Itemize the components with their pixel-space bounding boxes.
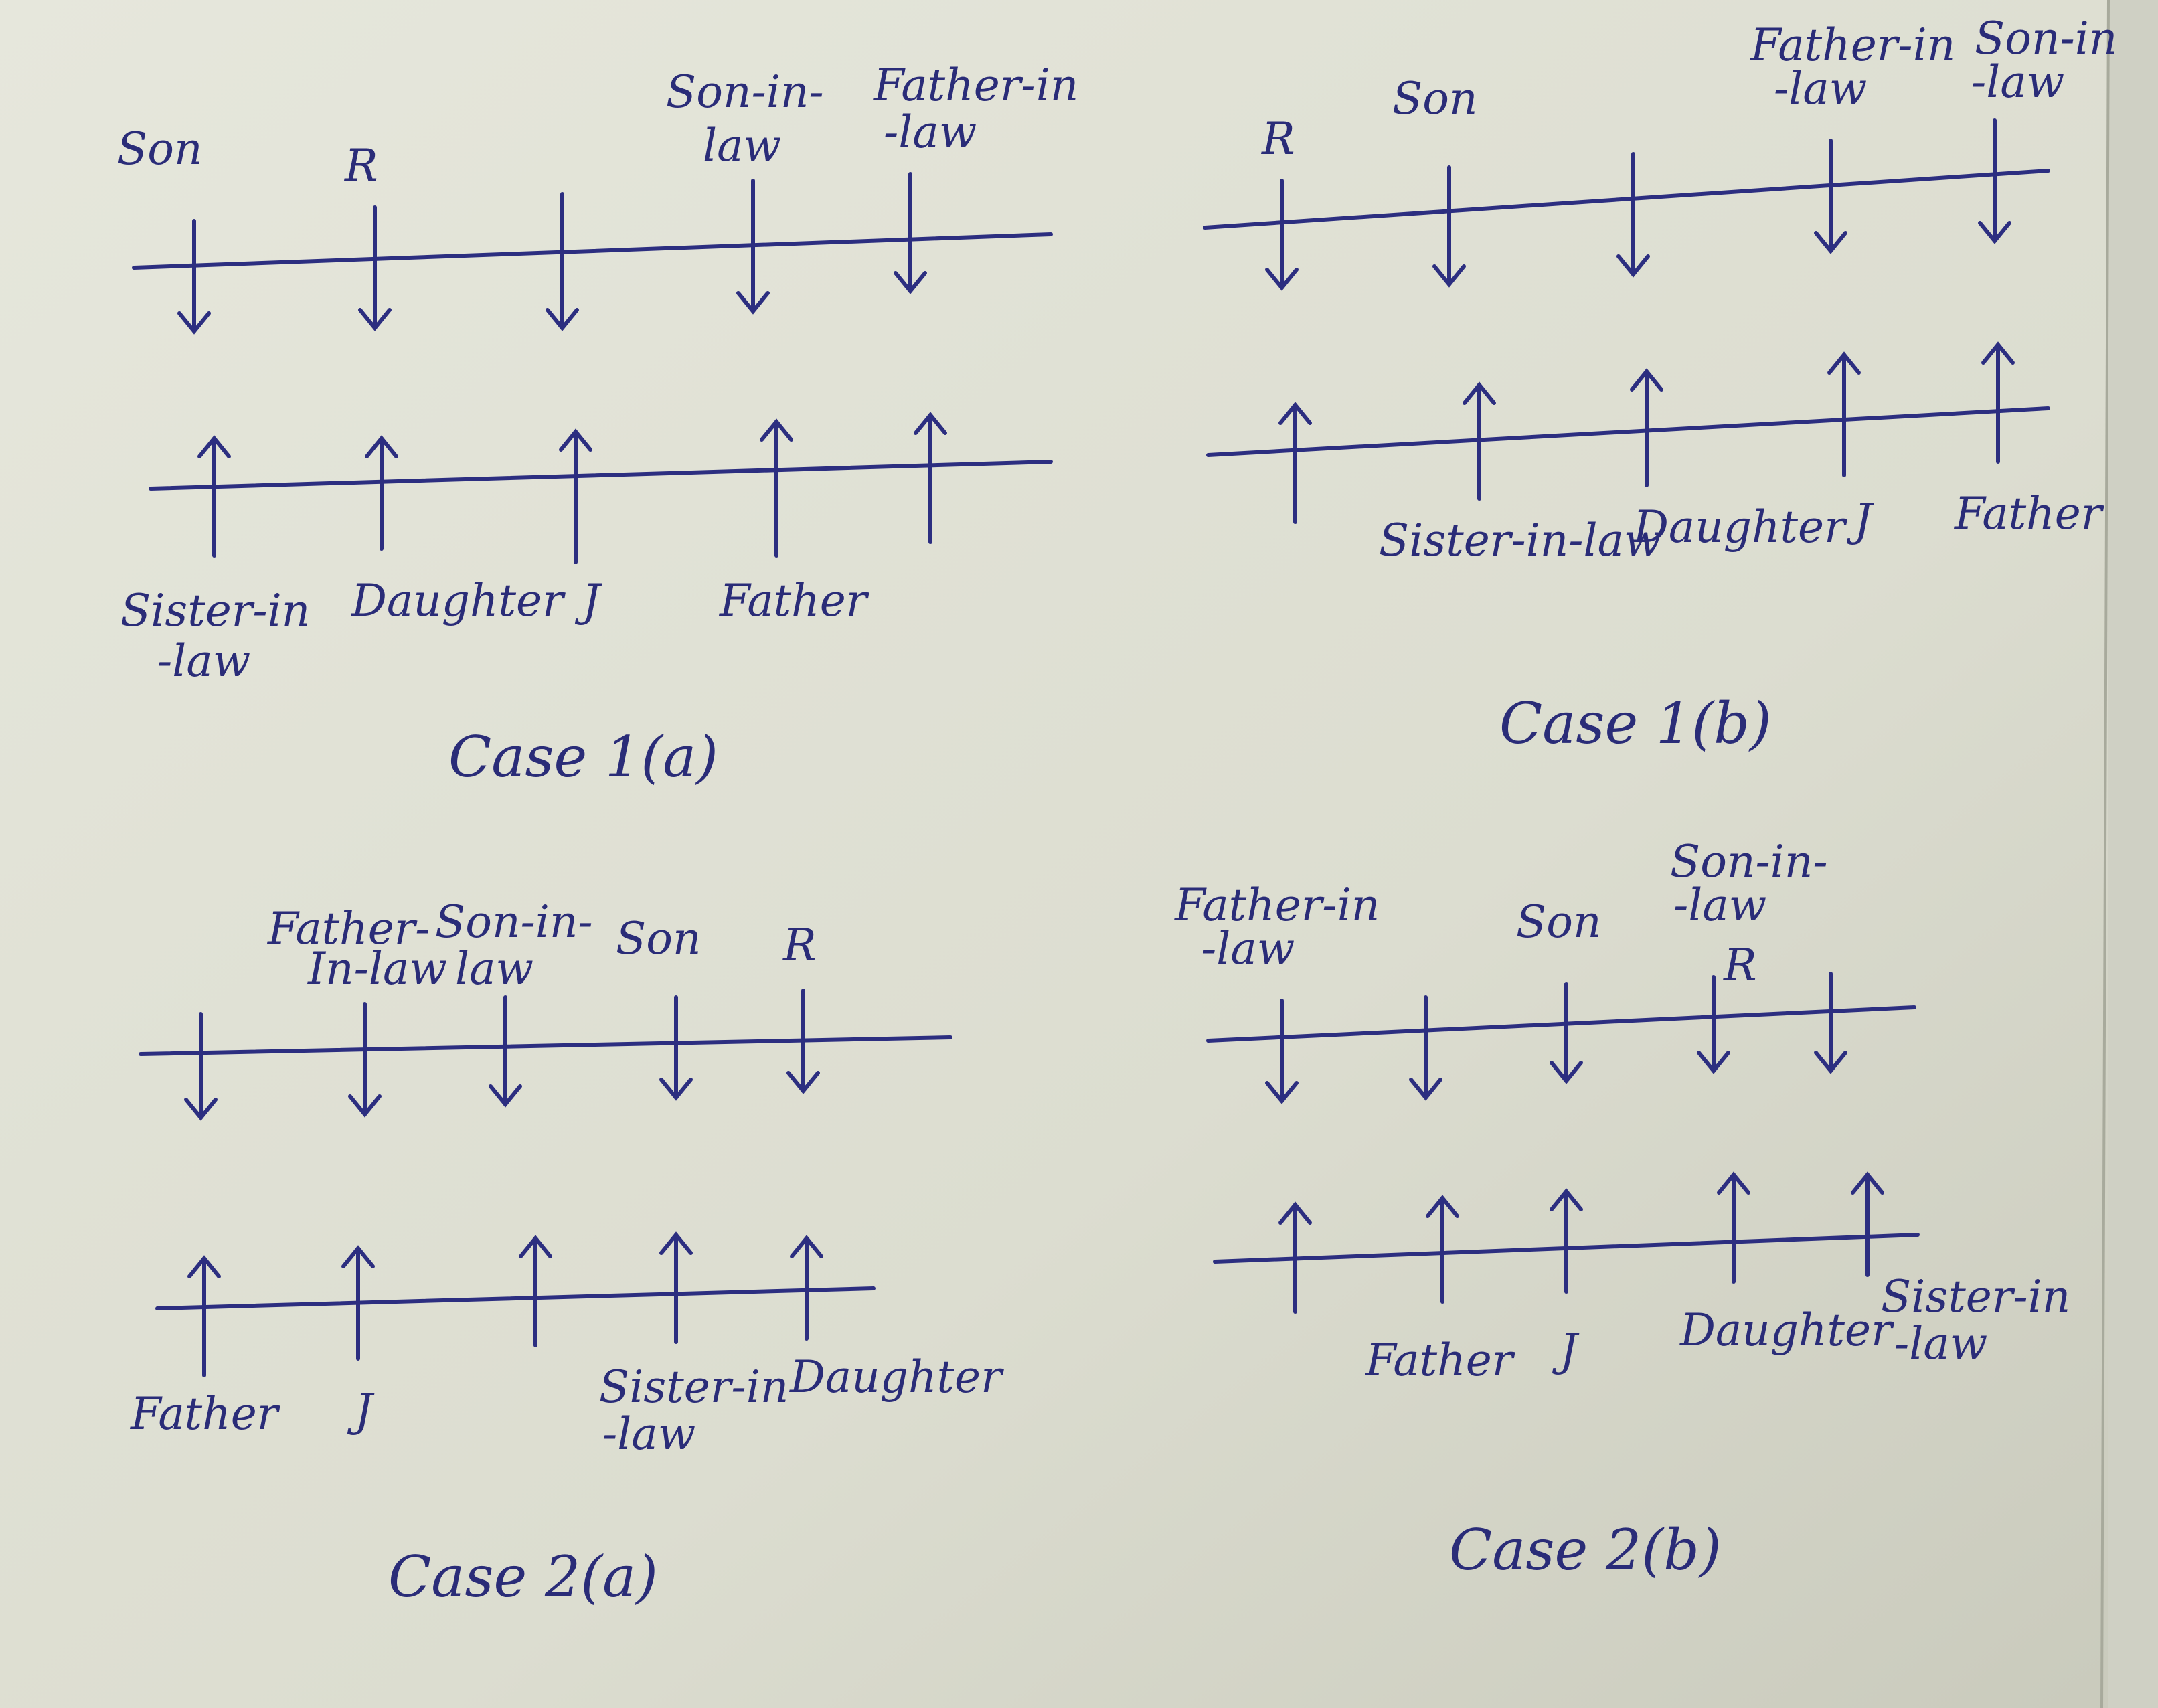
- bottom-timeline: [155, 1286, 876, 1310]
- arrow-label: law: [703, 120, 781, 171]
- bottom-timeline: [149, 460, 1053, 491]
- arrow-label: Father: [719, 575, 869, 626]
- up-arrow: Father: [719, 418, 869, 626]
- arrow-label: -law: [602, 1408, 695, 1460]
- case-caption: Case 2(b): [1449, 1517, 1722, 1583]
- down-arrow: Son: [1516, 896, 1601, 1084]
- up-arrow: Daughter: [1679, 1171, 1894, 1356]
- arrow-label: Daughter: [1633, 501, 1847, 553]
- up-arrow: Sister-in -law: [599, 1231, 788, 1460]
- up-arrow: Daughter: [789, 1235, 1004, 1403]
- bottom-timeline: [1206, 406, 2050, 457]
- arrow-label: Son: [117, 123, 202, 175]
- arrow-label: -law: [1673, 879, 1766, 931]
- down-arrow: [546, 192, 579, 331]
- arrow-label: Son: [1516, 896, 1601, 948]
- down-arrow: Father-in -law: [1174, 879, 1380, 1104]
- down-arrow: Father- In-law: [267, 903, 447, 1118]
- down-arrow: Son-in- law: [666, 66, 824, 315]
- top-timeline: [139, 1035, 952, 1056]
- down-arrow: Son: [117, 123, 211, 335]
- down-arrow: Son: [1392, 73, 1477, 288]
- top-timeline: [132, 232, 1053, 270]
- arrow-label: Daughter: [351, 575, 566, 626]
- arrow-label: Son-in: [1975, 13, 2117, 64]
- case-caption: Case 2(a): [388, 1544, 658, 1610]
- arrow-label: -law: [1774, 63, 1867, 114]
- arrow-label: R: [344, 140, 378, 191]
- up-arrow: Sister-in-law: [1379, 381, 1662, 566]
- arrow-label: Daughter: [789, 1351, 1004, 1403]
- up-arrow: [519, 1235, 552, 1347]
- down-arrow: [1616, 152, 1650, 278]
- arrow-label: Father: [1954, 488, 2104, 539]
- arrow-label: Daughter: [1679, 1304, 1894, 1356]
- up-arrow: Daughter: [1630, 368, 1847, 553]
- arrow-label: R: [1723, 940, 1757, 991]
- arrow-label: Sister-in-law: [1379, 515, 1662, 566]
- case-1a-diagram: Case 1(a) Son R Son-in- law Father-in -l…: [117, 60, 1078, 790]
- case-2a-diagram: Case 2(a) Father- In-law Son-in- law Son…: [130, 896, 1004, 1610]
- up-arrow: Sister-in -law: [1851, 1171, 2070, 1369]
- down-arrow: R: [344, 140, 392, 331]
- down-arrow: [1409, 995, 1442, 1101]
- arrow-label: Father-in: [1174, 879, 1380, 931]
- up-arrow: Daughter: [351, 435, 566, 626]
- arrow-label: -law: [157, 635, 250, 687]
- down-arrow: [1814, 972, 1847, 1074]
- case-caption: Case 1(a): [448, 724, 718, 790]
- arrow-label: Sister-in: [599, 1361, 788, 1413]
- arrow-label: -law: [884, 106, 977, 158]
- up-arrow: [1278, 402, 1312, 524]
- up-arrow: Sister-in -law: [120, 435, 310, 687]
- page-edge-line: [2100, 0, 2110, 1708]
- arrow-label: Father-: [267, 903, 430, 954]
- case-2b-diagram: Case 2(b) Father-in -law Son Son-in- -la…: [1174, 836, 2070, 1583]
- down-arrow: Father-in -law: [1750, 19, 1955, 254]
- arrow-label: Sister-in: [120, 585, 310, 636]
- arrow-label: Son: [1392, 73, 1477, 124]
- up-arrow: [914, 412, 947, 544]
- arrow-label: Son: [616, 913, 701, 964]
- arrow-label: Father: [1365, 1335, 1515, 1386]
- top-timeline: [1206, 1005, 1916, 1043]
- down-arrow: Father-in -law: [873, 60, 1078, 294]
- down-arrow: R: [782, 920, 820, 1094]
- down-arrow: Son-in- law: [435, 896, 593, 1108]
- down-arrow: Son-in -law: [1971, 13, 2117, 244]
- arrow-label: law: [455, 943, 533, 995]
- arrow-label: Father: [130, 1388, 280, 1440]
- up-arrow: Father: [1954, 341, 2104, 539]
- arrow-label: Father-in: [873, 60, 1078, 111]
- next-page-edge: [2108, 0, 2158, 1708]
- arrow-label: Son-in-: [666, 66, 824, 118]
- arrow-label: -law: [1201, 923, 1295, 974]
- down-arrow: Son: [616, 913, 701, 1101]
- down-arrow: Son-in- -law R: [1670, 836, 1828, 1074]
- arrow-label: Son-in-: [435, 896, 593, 948]
- arrow-label: In-law: [307, 943, 447, 995]
- arrow-label: Sister-in: [1881, 1271, 2070, 1322]
- arrow-label: Son-in-: [1670, 836, 1828, 887]
- arrow-label: -law: [1971, 56, 2064, 108]
- down-arrow: [184, 1012, 218, 1121]
- arrow-label: R: [782, 920, 817, 971]
- case-1b-diagram: Case 1(b) R Son Father-in -law Son-in -l…: [1203, 13, 2117, 756]
- up-arrow: Father: [1365, 1195, 1515, 1386]
- case-caption: Case 1(b): [1499, 691, 1772, 756]
- top-timeline: [1203, 169, 2050, 230]
- up-arrow: [1278, 1201, 1312, 1314]
- down-arrow: R: [1261, 113, 1299, 291]
- arrow-label: Father-in: [1750, 19, 1955, 71]
- up-arrow: Father: [130, 1255, 280, 1440]
- arrow-label: R: [1261, 113, 1295, 165]
- arrow-label: -law: [1894, 1318, 1987, 1369]
